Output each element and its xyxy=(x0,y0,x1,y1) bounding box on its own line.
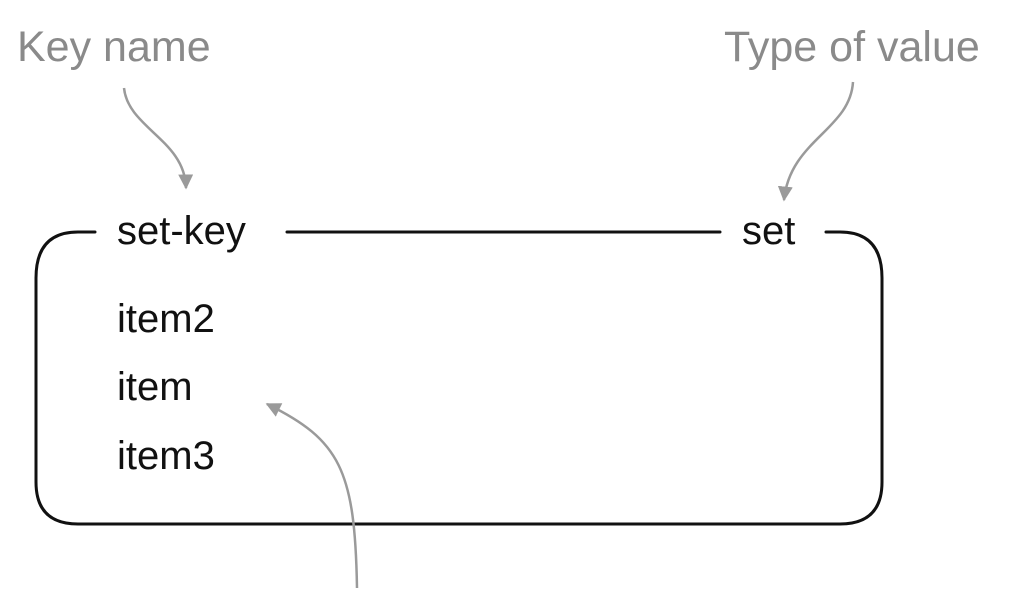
set-member-item: item xyxy=(117,365,193,409)
key-name-annotation: Key name xyxy=(17,23,211,71)
key-name-arrow xyxy=(122,87,194,190)
members-arrow xyxy=(265,402,359,589)
set-member-item: item2 xyxy=(117,297,215,341)
type-of-value-annotation: Type of value xyxy=(724,23,980,71)
type-of-value-arrow xyxy=(777,81,855,202)
set-member-item: item3 xyxy=(117,434,215,478)
key-name-label: set-key xyxy=(117,209,246,253)
box-frame xyxy=(34,230,884,526)
value-type-label: set xyxy=(742,209,796,253)
